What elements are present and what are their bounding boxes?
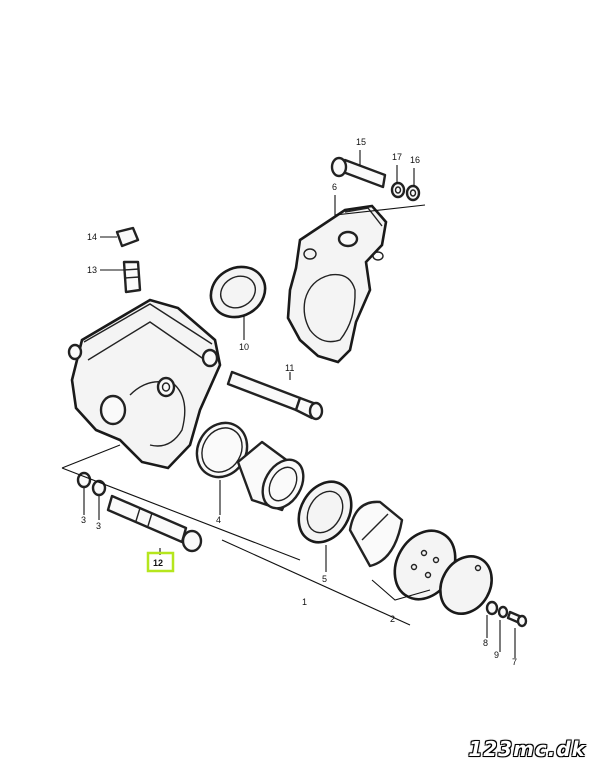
bleeder-cap [115, 226, 140, 248]
callout-16: 16 [410, 155, 420, 165]
slide-pin-12 [106, 494, 203, 553]
washer-17 [390, 181, 406, 199]
callout-numbers: 14 13 15 17 16 6 10 11 3 3 4 5 1 2 8 9 7… [81, 137, 517, 667]
washer-9 [497, 605, 509, 619]
piston [236, 440, 305, 512]
bleeder-valve [122, 260, 142, 294]
leader-lines [61, 150, 516, 658]
callout-4: 4 [216, 515, 221, 525]
callout-2: 2 [390, 614, 395, 624]
callout-10: 10 [239, 342, 249, 352]
caliper-bracket [286, 204, 388, 364]
callout-15: 15 [356, 137, 366, 147]
brake-pad-a [348, 500, 404, 568]
callout-8: 8 [483, 638, 488, 648]
slide-pin-11 [226, 370, 324, 421]
screw-7 [506, 610, 528, 628]
callout-3b: 3 [96, 521, 101, 531]
callout-9: 9 [494, 650, 499, 660]
washer-16 [405, 184, 421, 202]
o-ring-3a [76, 471, 92, 489]
callout-1: 1 [302, 597, 307, 607]
pad-shim [439, 555, 493, 615]
callout-12: 12 [153, 558, 163, 568]
callout-3a: 3 [81, 515, 86, 525]
dust-boot-5 [297, 480, 353, 544]
dust-seal-10 [209, 265, 267, 319]
caliper-body [67, 298, 222, 470]
highlight-box [146, 551, 175, 573]
washer-8 [485, 600, 499, 616]
callout-17: 17 [392, 152, 402, 162]
bracket-bolt [330, 156, 387, 189]
callout-13: 13 [87, 265, 97, 275]
callout-14: 14 [87, 232, 97, 242]
callout-7: 7 [512, 657, 517, 667]
callout-5: 5 [322, 574, 327, 584]
callout-6: 6 [332, 182, 337, 192]
watermark-logo: 123mc.dk [468, 737, 586, 761]
callout-11: 11 [285, 363, 294, 373]
o-ring-3b [91, 479, 107, 497]
